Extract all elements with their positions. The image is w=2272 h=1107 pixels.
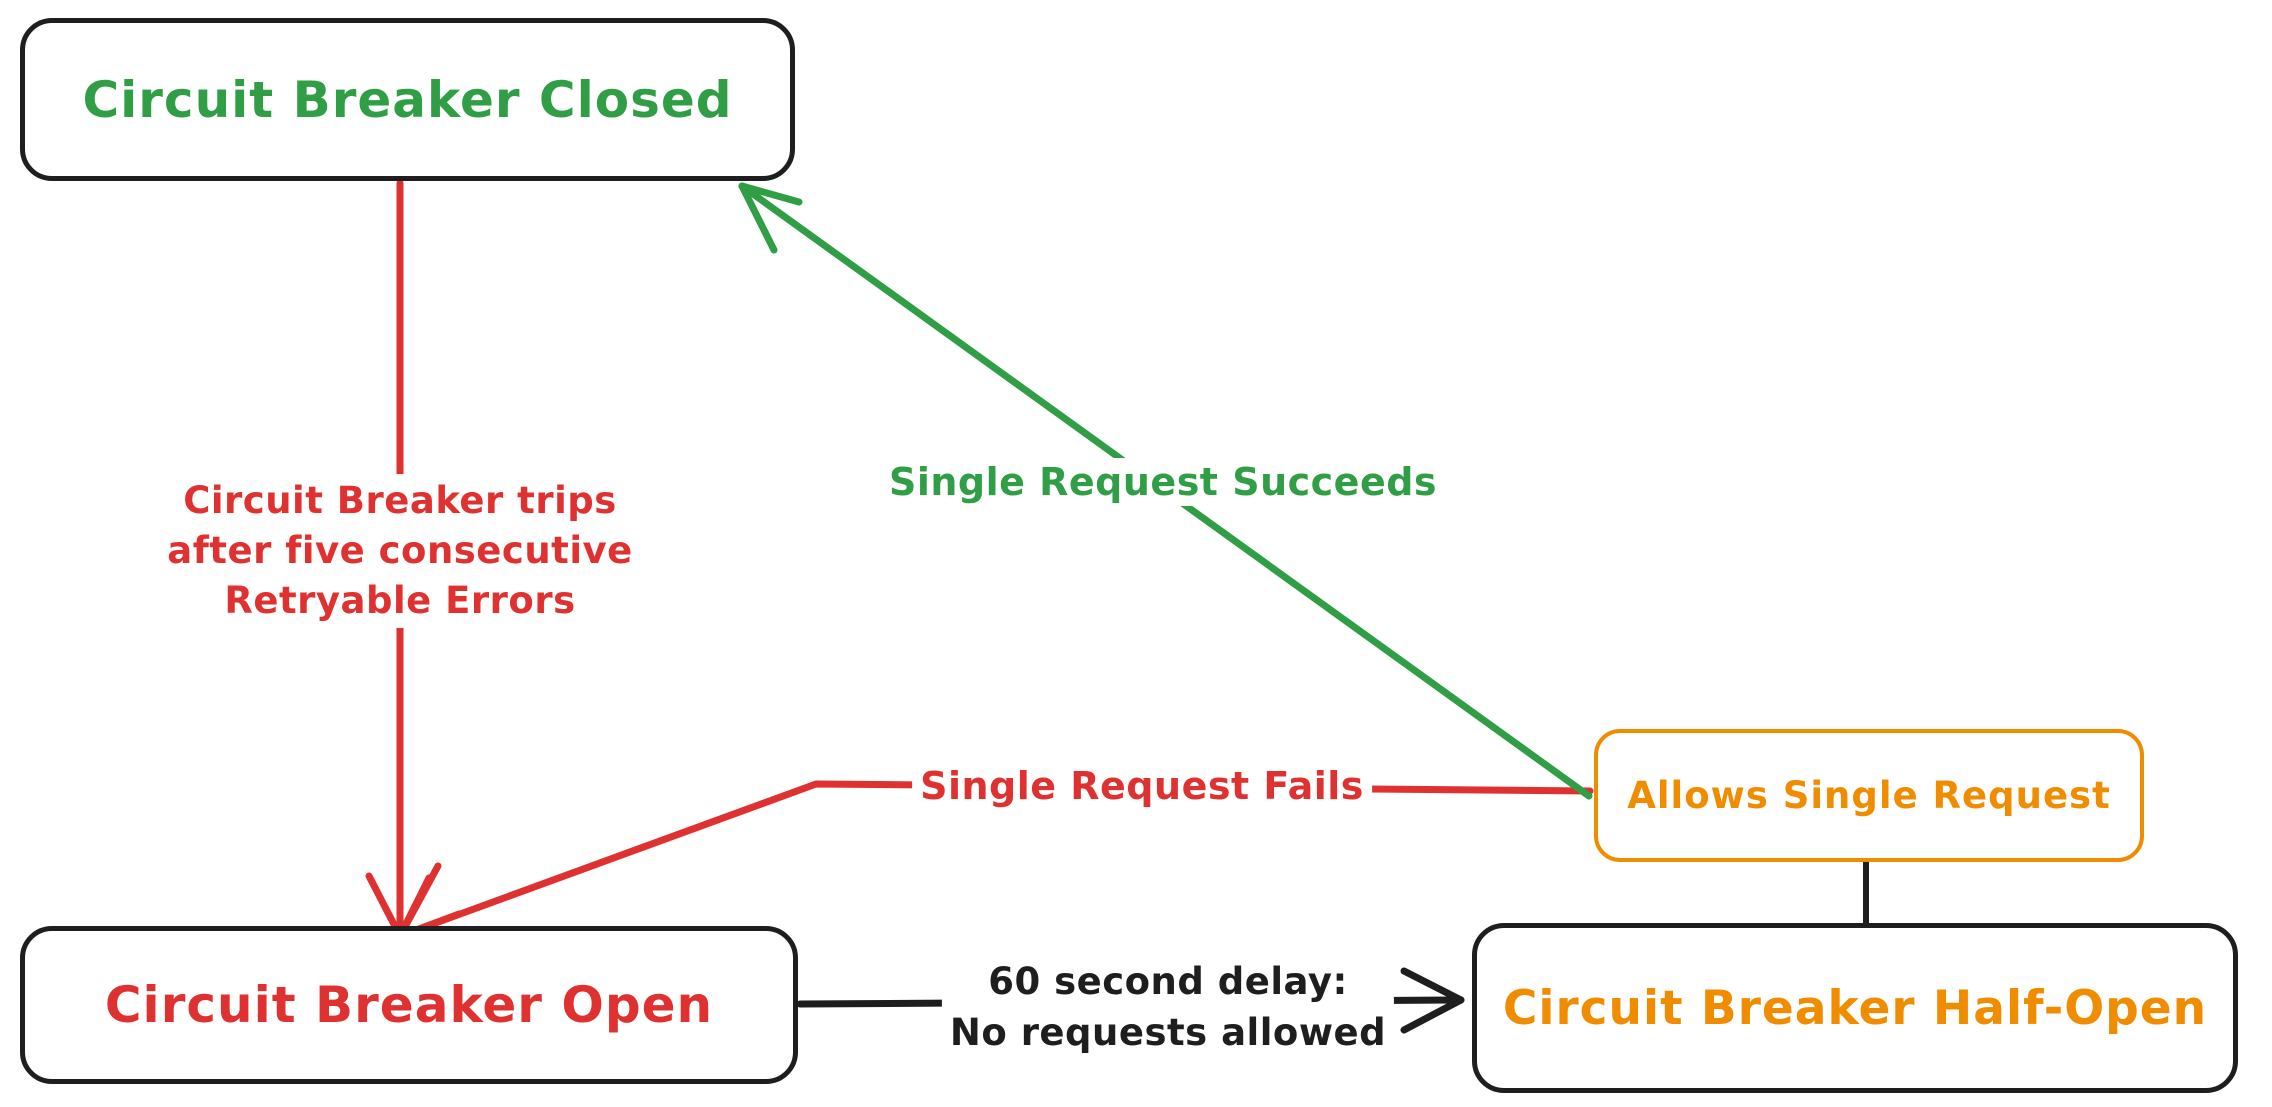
node-label-half-open: Circuit Breaker Half-Open [1502, 980, 2208, 1036]
node-label-open: Circuit Breaker Open [104, 976, 714, 1034]
node-circuit-breaker-closed: Circuit Breaker Closed [20, 18, 795, 181]
edge-label-trip-line2: after five consecutive [167, 529, 633, 572]
edge-label-delay: 60 second delay: No requests allowed [941, 954, 1395, 1060]
node-label-closed: Circuit Breaker Closed [82, 70, 733, 129]
edge-label-trip: Circuit Breaker trips after five consecu… [159, 474, 641, 628]
edge-label-fails: Single Request Fails [912, 762, 1372, 810]
edge-label-delay-line2: No requests allowed [949, 1011, 1387, 1054]
edge-label-trip-line3: Retryable Errors [224, 579, 576, 622]
node-circuit-breaker-open: Circuit Breaker Open [20, 926, 798, 1084]
node-allows-single-request: Allows Single Request [1594, 729, 2144, 862]
edge-label-trip-line1: Circuit Breaker trips [183, 479, 617, 522]
edge-label-success: Single Request Succeeds [880, 458, 1446, 506]
edge-label-delay-line1: 60 second delay: [988, 960, 1348, 1003]
node-circuit-breaker-half-open: Circuit Breaker Half-Open [1472, 923, 2238, 1093]
node-label-allows: Allows Single Request [1627, 774, 2111, 817]
